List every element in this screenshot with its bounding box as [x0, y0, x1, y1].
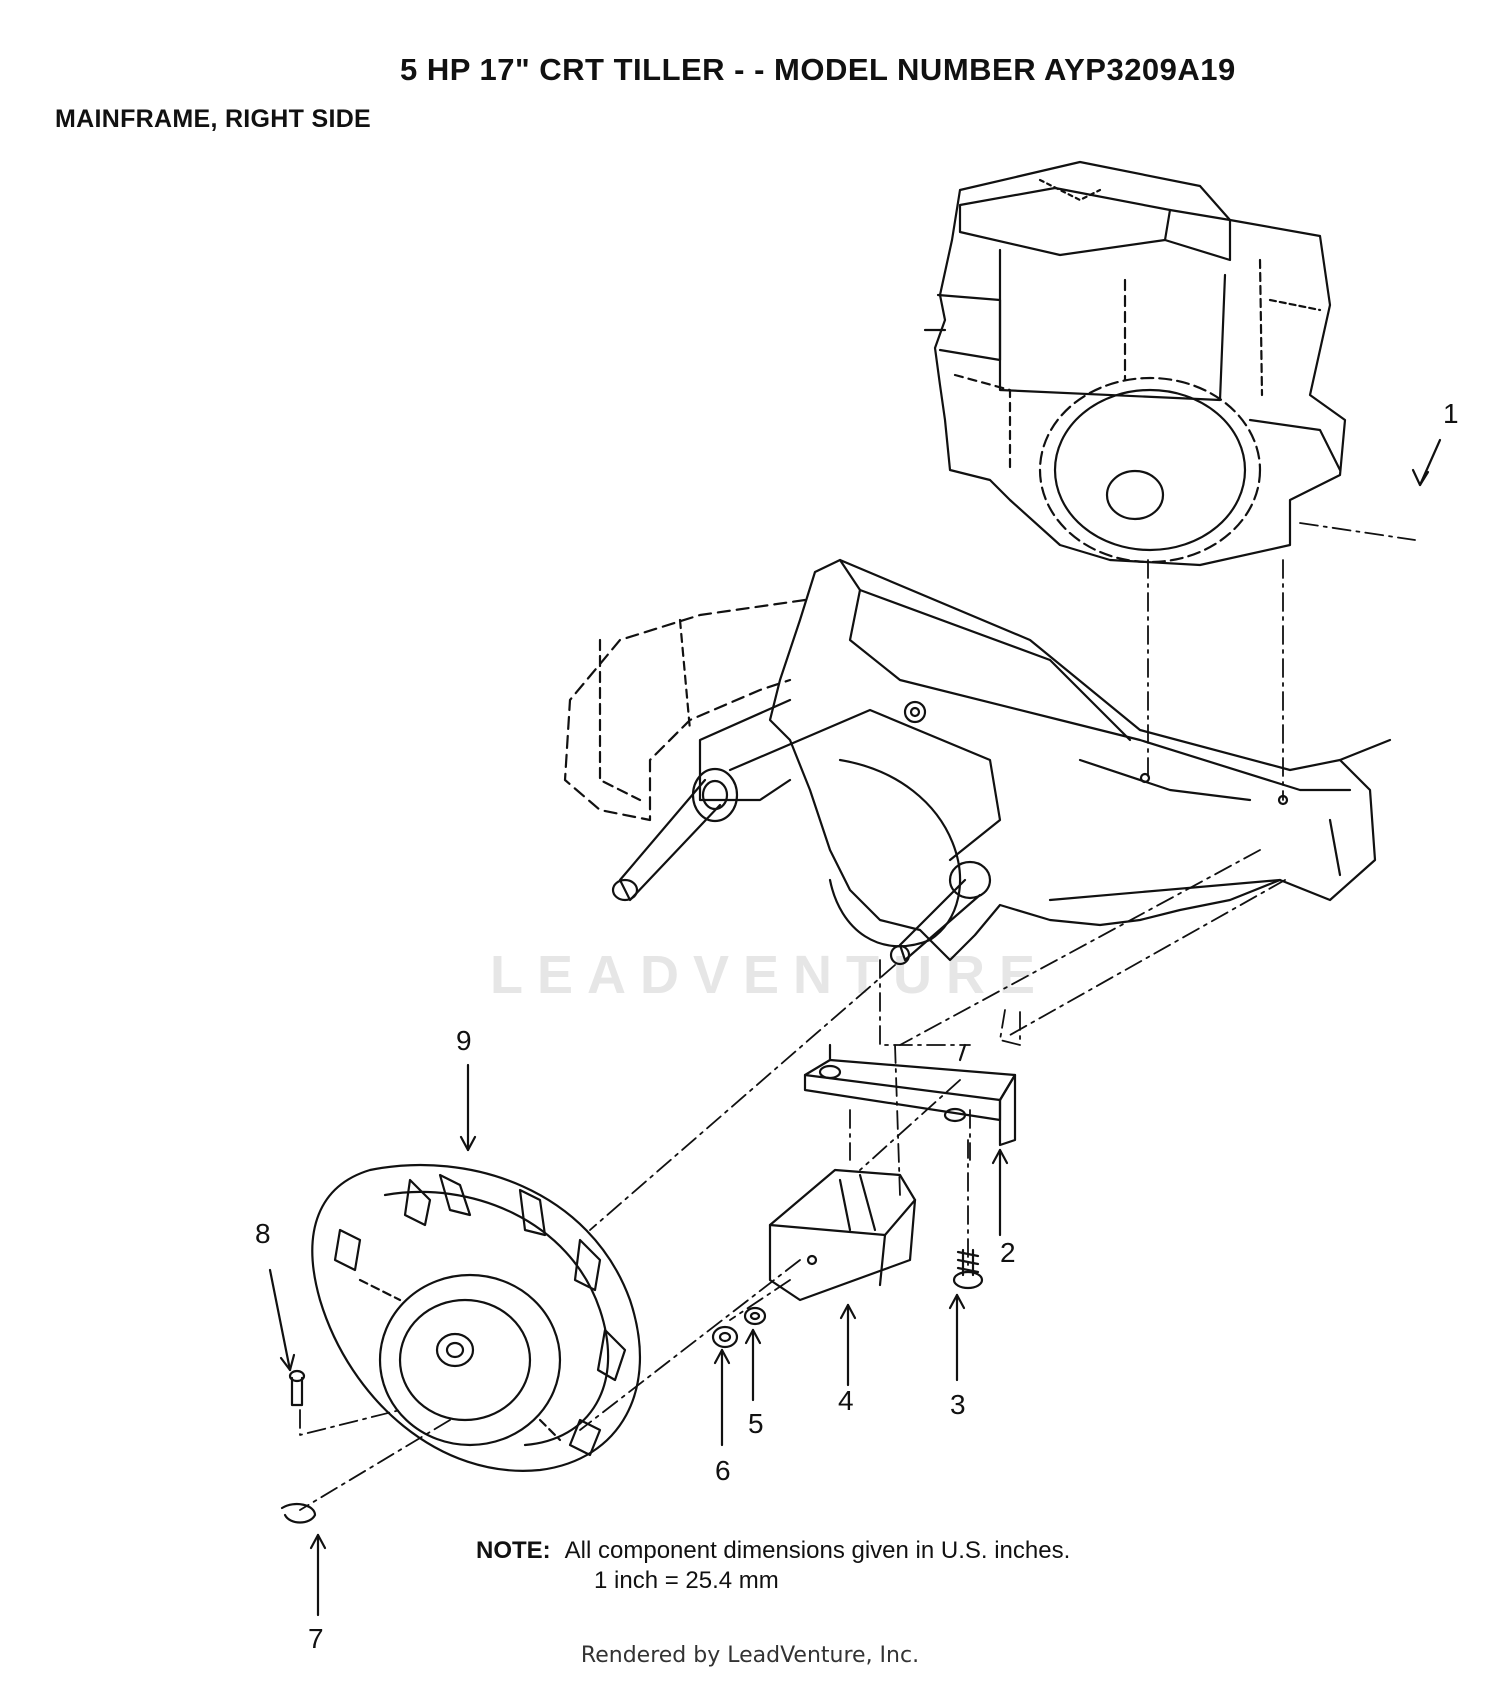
mainframe-drawing	[698, 558, 1392, 962]
dimension-note: NOTE: All component dimensions given in U…	[476, 1536, 1070, 1596]
explode-guide-lines	[299, 522, 1416, 1511]
tine-hood-drawing	[563, 598, 807, 822]
callout-1: 1	[1443, 398, 1459, 429]
pin-clip-drawing	[280, 1369, 317, 1524]
callout-6: 6	[715, 1455, 731, 1486]
mounting-bracket-drawing	[803, 1043, 1017, 1147]
callout-4: 4	[838, 1385, 854, 1416]
engine-drawing	[923, 160, 1347, 567]
callout-9: 9	[456, 1025, 472, 1056]
washer-nut-drawing	[711, 1306, 767, 1349]
axle-assembly-drawing	[611, 708, 1002, 966]
callout-7: 7	[308, 1623, 324, 1654]
callout-8: 8	[255, 1218, 271, 1249]
note-label: NOTE:	[476, 1537, 551, 1564]
block-drawing	[768, 1168, 917, 1302]
note-line-1: All component dimensions given in U.S. i…	[564, 1537, 1071, 1564]
callout-3: 3	[950, 1389, 966, 1420]
callout-labels: 1 2 3 4 5 6 7 8 9	[255, 398, 1459, 1654]
footer-credit: Rendered by LeadVenture, Inc.	[580, 1643, 920, 1668]
wheel-tire-drawing	[311, 1163, 642, 1472]
bolt-drawing	[952, 1248, 984, 1290]
page-title: 5 HP 17" CRT TILLER - - MODEL NUMBER AYP…	[400, 52, 1236, 87]
callout-5: 5	[748, 1408, 764, 1439]
callout-arrows	[268, 438, 1442, 1617]
callout-2: 2	[1000, 1237, 1016, 1268]
section-subtitle: MAINFRAME, RIGHT SIDE	[55, 105, 372, 133]
note-line-2: 1 inch = 25.4 mm	[594, 1567, 779, 1594]
